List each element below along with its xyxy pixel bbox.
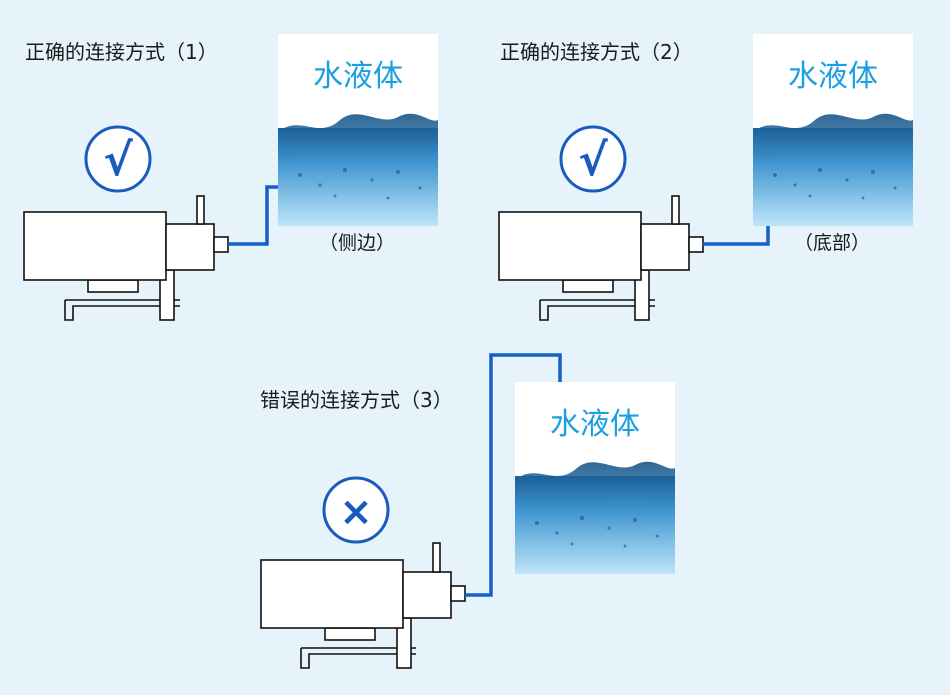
pump-motor	[23, 211, 167, 281]
water-wave	[515, 461, 675, 509]
connection-pipe	[228, 185, 278, 246]
pump-head	[402, 571, 452, 619]
connection-label: （底部）	[794, 232, 870, 254]
connection-pipe	[703, 226, 770, 246]
tank-label: 水液体	[313, 59, 403, 94]
diagram-1: 正确的连接方式（1） 水液体 （侧边） √	[23, 34, 438, 321]
diagram-3: 错误的连接方式（3） 水液体 ×	[260, 353, 675, 669]
water-wave	[753, 113, 913, 161]
tank-label: 水液体	[550, 407, 640, 442]
status-symbol: √	[103, 135, 133, 186]
connection-pipe	[465, 353, 562, 597]
water-tank: 水液体	[515, 382, 675, 574]
pump	[23, 195, 229, 321]
cross-mark-icon: ×	[322, 476, 390, 544]
pump	[260, 542, 466, 669]
pump	[498, 195, 704, 321]
pump-motor	[260, 559, 404, 629]
pump-head	[640, 223, 690, 271]
water-tank: 水液体	[278, 34, 438, 226]
water-tank: 水液体	[753, 34, 913, 226]
pump-motor	[498, 211, 642, 281]
diagram-caption: 正确的连接方式（1）	[25, 40, 218, 64]
water-wave	[278, 113, 438, 161]
check-mark-icon: √	[559, 125, 627, 193]
diagram-caption: 错误的连接方式（3）	[260, 388, 453, 412]
status-symbol: √	[578, 135, 608, 186]
status-symbol: ×	[339, 489, 373, 535]
tank-label: 水液体	[788, 59, 878, 94]
diagram-caption: 正确的连接方式（2）	[500, 40, 693, 64]
pump-head	[165, 223, 215, 271]
connection-label: （侧边）	[319, 232, 395, 254]
diagram-2: 正确的连接方式（2） 水液体 （底部） √	[498, 34, 913, 321]
check-mark-icon: √	[84, 125, 152, 193]
